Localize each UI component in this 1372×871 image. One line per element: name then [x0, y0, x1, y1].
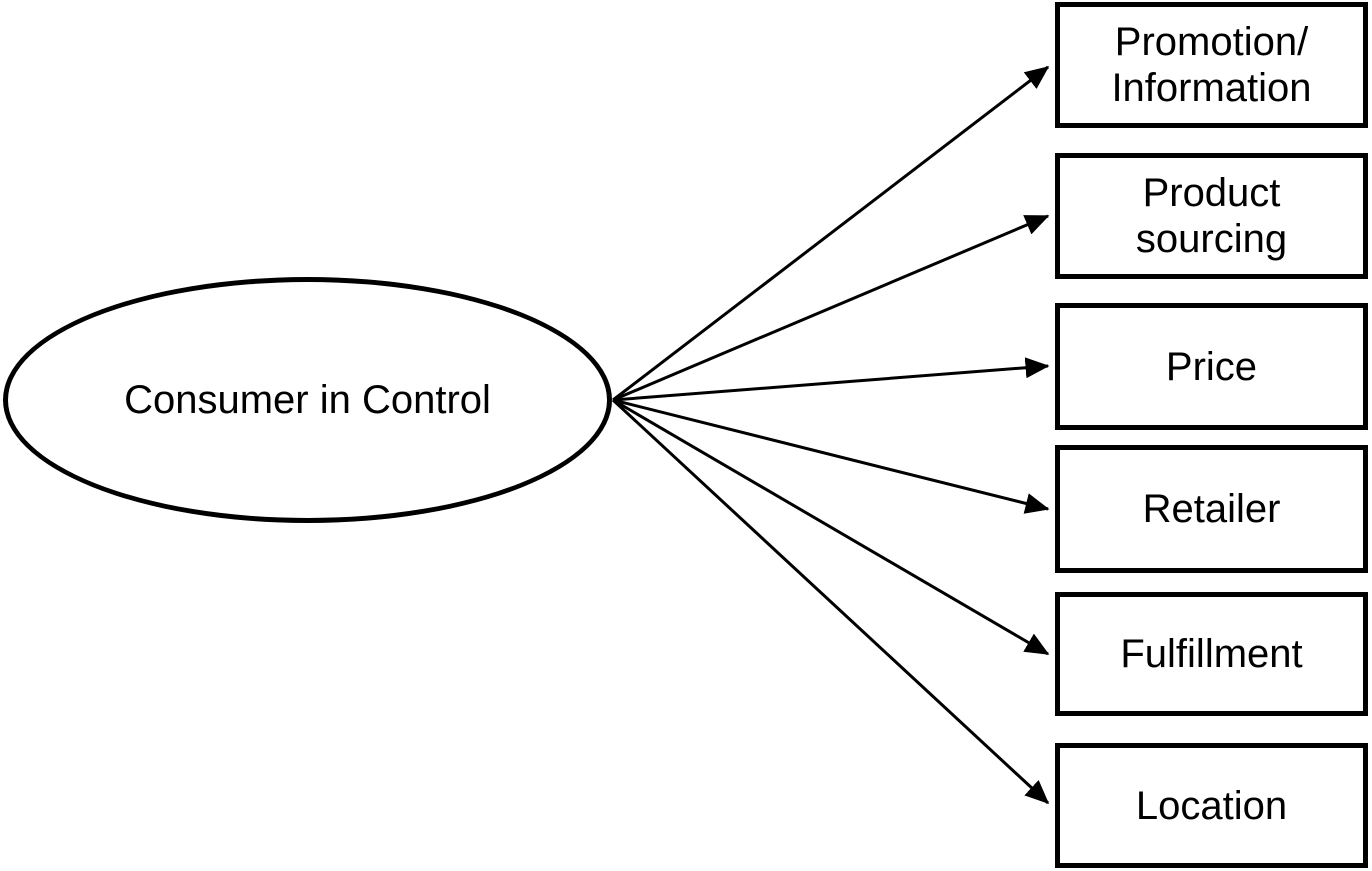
target-box-label: Location — [1135, 783, 1288, 828]
arrow-to-promotion-information — [612, 65, 1050, 402]
target-box-retailer: Retailer — [1055, 445, 1368, 573]
target-box-label: Product sourcing — [1135, 171, 1288, 261]
source-node-consumer-in-control: Consumer in Control — [3, 277, 612, 523]
target-box-product-sourcing: Product sourcing — [1055, 153, 1368, 279]
target-box-price: Price — [1055, 303, 1368, 430]
arrow-to-price — [612, 357, 1050, 402]
arrow-to-product-sourcing — [612, 214, 1050, 402]
target-box-label: Fulfillment — [1120, 632, 1303, 676]
target-box-fulfillment: Fulfillment — [1055, 592, 1368, 716]
source-node-label: Consumer in Control — [124, 378, 491, 422]
target-box-promotion-information: Promotion/ Information — [1055, 2, 1368, 128]
target-box-label: Price — [1165, 344, 1258, 389]
target-box-location: Location — [1055, 743, 1368, 868]
target-box-label: Promotion/ Information — [1111, 20, 1312, 110]
arrow-to-location — [611, 398, 1050, 805]
target-box-label: Retailer — [1142, 487, 1281, 531]
arrow-to-retailer — [612, 398, 1050, 514]
arrow-to-fulfillment — [612, 398, 1050, 656]
